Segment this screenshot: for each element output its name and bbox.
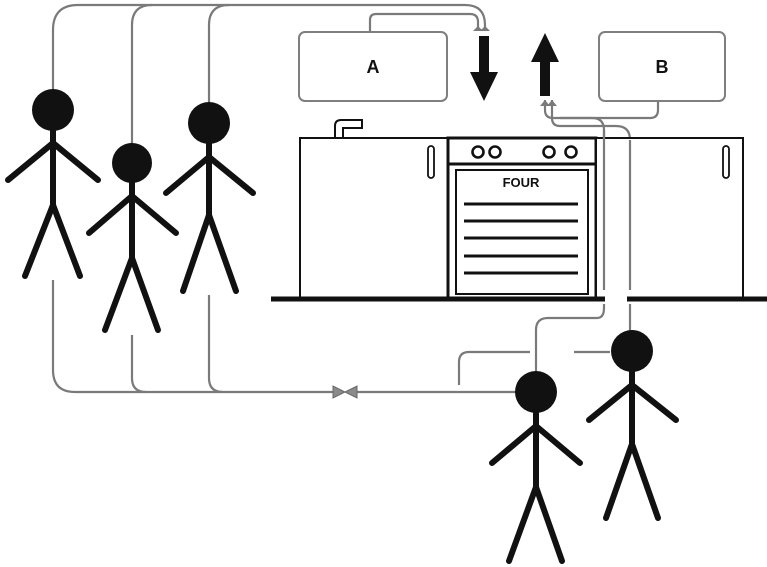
knob-icon [564, 145, 578, 159]
person-icon [5, 89, 101, 279]
wire-box-a [368, 12, 480, 32]
wire-right-1 [457, 350, 530, 385]
box-b-label: B [656, 57, 669, 77]
right-cabinet-handle [722, 145, 730, 179]
wire-box-b [560, 100, 660, 120]
wire-top-person-3 [207, 3, 230, 104]
wire-top-person-2 [130, 3, 153, 145]
oven-label: FOUR [503, 175, 540, 190]
knob-icon [471, 145, 485, 159]
wire-arrowhead-icon [473, 26, 483, 31]
down-arrow-icon [470, 36, 498, 101]
valve-icon [332, 385, 358, 399]
wire-arrowhead-icon [480, 26, 490, 31]
knob-icon [488, 145, 502, 159]
kitchen-counter: FOUR [271, 119, 767, 302]
person-icon [163, 102, 256, 294]
person-figures [5, 89, 679, 564]
wire-network [51, 3, 660, 394]
person-icon [586, 330, 679, 521]
box-a: A [298, 31, 448, 102]
wire-bottom-person-2 [130, 335, 147, 394]
knob-icon [542, 145, 556, 159]
person-icon [86, 143, 179, 333]
box-a-label: A [367, 57, 380, 77]
oven-grill-lines [464, 202, 578, 275]
oven-knobs [471, 145, 578, 159]
person-icon [489, 371, 583, 564]
left-cabinet-handle [427, 145, 435, 179]
box-b: B [598, 31, 726, 102]
right-cabinet [595, 137, 744, 300]
left-cabinet [299, 137, 449, 300]
wire-top-person-1 [51, 3, 487, 95]
wire-arrowhead-icon [540, 100, 550, 106]
up-arrow-icon [531, 33, 559, 96]
wire-right-4 [550, 100, 632, 332]
oven-body [446, 136, 598, 301]
wire-bottom-person-1 [51, 280, 335, 394]
wire-bottom-person-3 [207, 295, 224, 394]
faucet [334, 119, 363, 138]
wire-arrowhead-icon [547, 100, 557, 106]
